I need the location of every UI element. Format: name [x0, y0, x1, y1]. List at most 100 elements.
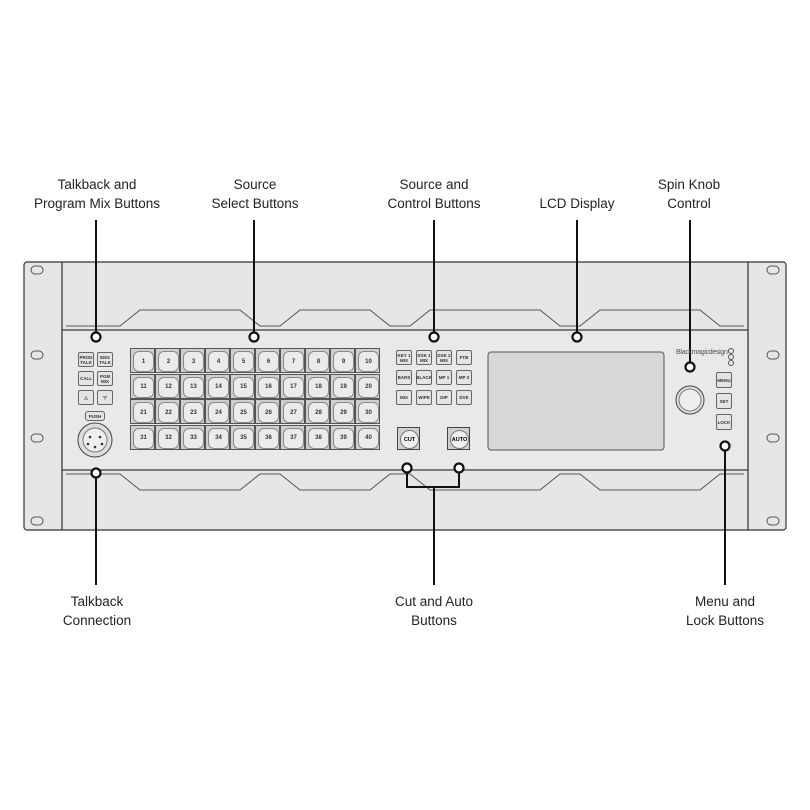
label-line: Talkback and — [57, 177, 137, 192]
button-label: 37 — [283, 427, 304, 449]
brand-logo: Blackmagicdesign — [676, 349, 728, 356]
button-label: 36 — [258, 427, 279, 449]
source-button-11[interactable]: 11 — [130, 373, 155, 399]
control-button[interactable]: BARS — [396, 370, 412, 385]
talkback-button[interactable]: △ — [78, 390, 94, 405]
source-button-34[interactable]: 34 — [205, 424, 230, 450]
source-button-32[interactable]: 32 — [155, 424, 180, 450]
source-button-33[interactable]: 33 — [180, 424, 205, 450]
label-line: Control Buttons — [387, 196, 481, 211]
source-button-10[interactable]: 10 — [355, 348, 380, 373]
auto-button[interactable]: AUTO — [447, 427, 470, 450]
source-button-23[interactable]: 23 — [180, 399, 205, 424]
source-button-39[interactable]: 39 — [330, 424, 355, 450]
source-button-25[interactable]: 25 — [230, 399, 255, 424]
button-label: 21 — [133, 402, 154, 423]
button-label: 39 — [333, 427, 354, 449]
source-button-37[interactable]: 37 — [280, 424, 305, 450]
source-button-7[interactable]: 7 — [280, 348, 305, 373]
auto-label: AUTO — [450, 430, 469, 449]
talkback-button[interactable]: ▽ — [97, 390, 113, 405]
source-button-6[interactable]: 6 — [255, 348, 280, 373]
source-button-36[interactable]: 36 — [255, 424, 280, 450]
source-button-17[interactable]: 17 — [280, 373, 305, 399]
source-button-26[interactable]: 26 — [255, 399, 280, 424]
source-button-38[interactable]: 38 — [305, 424, 330, 450]
label-line: Connection — [62, 613, 132, 628]
set-button[interactable]: SET — [716, 393, 732, 409]
menu-button[interactable]: MENU — [716, 372, 732, 388]
control-button[interactable]: DSK 1 MIX — [416, 350, 432, 365]
source-button-13[interactable]: 13 — [180, 373, 205, 399]
button-label: 8 — [308, 351, 329, 372]
control-button[interactable]: FTB — [456, 350, 472, 365]
callout-lines — [95, 220, 726, 585]
button-label: 6 — [258, 351, 279, 372]
source-button-8[interactable]: 8 — [305, 348, 330, 373]
lock-button[interactable]: LOCK — [716, 414, 732, 430]
button-label: 17 — [283, 376, 304, 398]
label-line: Buttons — [411, 613, 457, 628]
button-label: 14 — [208, 376, 229, 398]
source-button-19[interactable]: 19 — [330, 373, 355, 399]
source-button-28[interactable]: 28 — [305, 399, 330, 424]
source-button-16[interactable]: 16 — [255, 373, 280, 399]
source-button-29[interactable]: 29 — [330, 399, 355, 424]
control-button[interactable]: MP 2 — [456, 370, 472, 385]
talkback-button[interactable]: ENG TALK — [97, 352, 113, 367]
source-button-18[interactable]: 18 — [305, 373, 330, 399]
control-button[interactable]: KEY 1 MIX — [396, 350, 412, 365]
control-button[interactable]: DVE — [456, 390, 472, 405]
source-button-40[interactable]: 40 — [355, 424, 380, 450]
source-button-30[interactable]: 30 — [355, 399, 380, 424]
button-label: 19 — [333, 376, 354, 398]
source-button-35[interactable]: 35 — [230, 424, 255, 450]
button-label: 28 — [308, 402, 329, 423]
talkback-button[interactable]: PGM MIX — [97, 371, 113, 386]
source-button-20[interactable]: 20 — [355, 373, 380, 399]
control-button[interactable]: DSK 2 MIX — [436, 350, 452, 365]
source-button-31[interactable]: 31 — [130, 424, 155, 450]
source-button-14[interactable]: 14 — [205, 373, 230, 399]
source-button-1[interactable]: 1 — [130, 348, 155, 373]
source-button-3[interactable]: 3 — [180, 348, 205, 373]
button-label: 27 — [283, 402, 304, 423]
source-button-5[interactable]: 5 — [230, 348, 255, 373]
source-button-22[interactable]: 22 — [155, 399, 180, 424]
control-button[interactable]: MIX — [396, 390, 412, 405]
push-latch[interactable]: PUSH — [85, 411, 105, 421]
button-label: 11 — [133, 376, 154, 398]
control-button[interactable]: MP 1 — [436, 370, 452, 385]
source-button-15[interactable]: 15 — [230, 373, 255, 399]
button-label: 26 — [258, 402, 279, 423]
source-button-21[interactable]: 21 — [130, 399, 155, 424]
button-label: 20 — [358, 376, 379, 398]
label-line: Source — [233, 177, 277, 192]
source-button-12[interactable]: 12 — [155, 373, 180, 399]
source-button-4[interactable]: 4 — [205, 348, 230, 373]
source-button-24[interactable]: 24 — [205, 399, 230, 424]
talkback-button[interactable]: PROD TALK — [78, 352, 94, 367]
label-line: Spin Knob — [657, 177, 721, 192]
label-line: Lock Buttons — [685, 613, 765, 628]
talkback-button[interactable]: CALL — [78, 371, 94, 386]
button-label: 13 — [183, 376, 204, 398]
control-button[interactable]: DIP — [436, 390, 452, 405]
cut-button[interactable]: CUT — [397, 427, 420, 450]
control-button[interactable]: WIPE — [416, 390, 432, 405]
control-button[interactable]: BLACK — [416, 370, 432, 385]
source-button-2[interactable]: 2 — [155, 348, 180, 373]
button-label: 9 — [333, 351, 354, 372]
button-label: 33 — [183, 427, 204, 449]
button-label: 29 — [333, 402, 354, 423]
callout-lcd: LCD Display — [477, 194, 677, 213]
button-label: 1 — [133, 351, 154, 372]
source-button-9[interactable]: 9 — [330, 348, 355, 373]
source-button-27[interactable]: 27 — [280, 399, 305, 424]
